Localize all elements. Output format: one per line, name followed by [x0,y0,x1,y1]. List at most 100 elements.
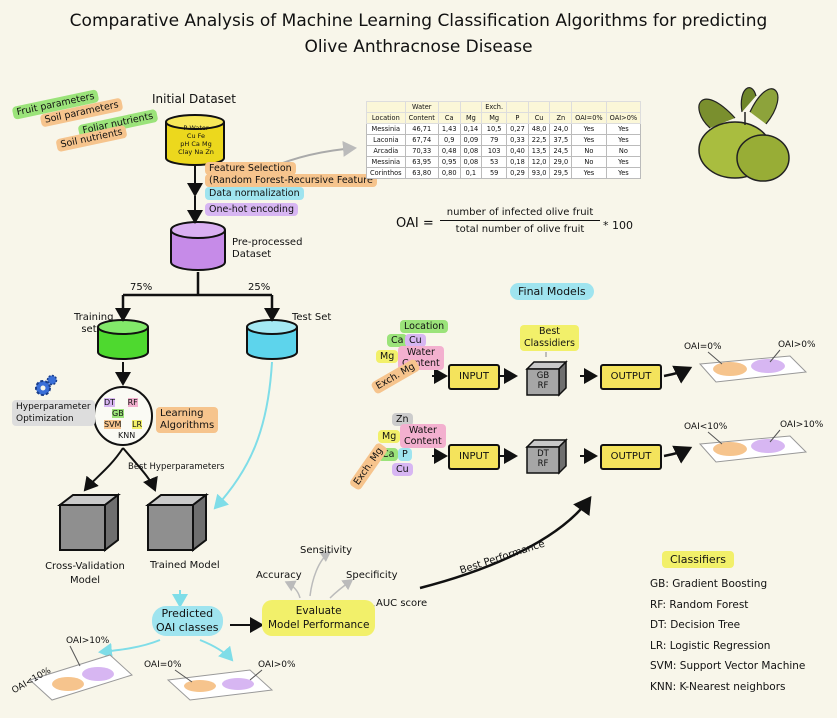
feature-water: Water [189,124,209,132]
oai-formula-numerator: number of infected olive fruit [440,207,600,221]
test-set-cylinder [246,319,298,360]
column-header: Ca [437,112,461,124]
table-cell: Corinthos [366,167,406,179]
table-cell: 37,5 [549,134,573,146]
hyperparameter-line1: Hyperparameter [16,402,91,412]
m2-feature-mg: Mg [378,430,401,443]
classifiers-legend: GB: Gradient Boosting RF: Random Forest … [650,574,805,697]
legend-item: KNN: K-Nearest neighbors [650,680,786,693]
arrow-to-left-classes [98,639,161,659]
best-classifiers-label: Best Classidiers [520,325,580,351]
table-cell: 0,48 [437,145,461,157]
feature-fe: Fe [197,132,206,140]
table-cell: 0,14 [459,123,483,135]
table-cell: 0,9 [437,134,461,146]
column-header: Cu [527,112,551,124]
metric-auc-score: AUC score [376,598,428,609]
oai-formula-denominator: total number of olive fruit [455,224,585,235]
training-set-line2: set [81,324,97,335]
bottom-class-plates [29,645,274,701]
training-set-line1: Training [74,312,114,323]
olive-illustration [698,87,790,182]
oai-formula-multiplier: * 100 [603,219,633,232]
preprocessed-label-line2: Dataset [232,249,272,260]
table-cell: 29,5 [549,167,573,179]
title-line-1: Comparative Analysis of Machine Learning… [69,11,768,31]
table-cell: 0,1 [459,167,483,179]
step-one-hot-encoding: One-hot encoding [205,203,298,216]
m2-feature-water-content: Water Content [400,424,446,448]
column-header: OAI=0% [571,112,607,124]
m1-class-b: OAI>0% [778,340,816,350]
table-cell: 24,0 [549,123,573,135]
table-cell: 1,43 [437,123,461,135]
table-cell: 24,5 [549,145,573,157]
training-set-label: Training set [74,312,113,336]
table-cell: 0,29 [506,167,529,179]
column-header: P [506,112,529,124]
trained-model-cube [145,492,209,553]
preprocessed-cylinder [170,221,226,271]
table-cell: No [605,145,642,157]
group-header-water: Water [404,101,439,113]
legend-item: LR: Logistic Regression [650,639,771,652]
table-cell: 79 [481,134,508,146]
table-cell: 70,33 [404,145,439,157]
table-cell: 48,0 [527,123,551,135]
arrow-to-trained [122,447,158,492]
table-cell: 0,09 [459,134,483,146]
legend-item: GB: Gradient Boosting [650,578,768,590]
cv-model-line1: Cross-Validation [45,561,125,572]
table-cell: Arcadia [366,145,406,157]
arrow-to-right-classes [199,639,234,662]
table-cell: 53 [481,156,508,168]
best-hyperparameters-label: Best Hyperparameters [128,462,225,472]
evaluate-performance: Evaluate Model Performance [262,600,376,636]
m2-class-b: OAI>10% [780,420,824,430]
table-cell: Yes [571,167,607,179]
table-cell: 63,80 [404,167,439,179]
table-cell: 59 [481,167,508,179]
table-cell: No [571,145,607,157]
feature-p: P [183,124,188,132]
predicted-line2: OAI classes [156,621,219,634]
hyperparameter-optimization: Hyperparameter Optimization [12,400,95,426]
m2-model-label: DT RF [527,449,559,469]
table-cell: 10,5 [481,123,508,135]
split-lines [121,272,274,318]
split-train-pct: 75% [130,282,153,293]
table-cell: 103 [481,145,508,157]
metric-accuracy: Accuracy [256,570,302,581]
step-data-normalization: Data normalization [205,187,304,200]
algo-svm: SVM [104,420,122,429]
m1-output-box: OUTPUT [600,364,662,390]
m1-input-box: INPUT [448,364,500,390]
table-cell: 12,0 [527,156,551,168]
final-model-1-graphics [432,349,808,397]
cv-model-line2: Model [69,575,101,586]
table-cell: Yes [571,134,607,146]
algorithm-abbrevs: DT RF GB SVM LR KNN [104,397,143,441]
legend-item: SVM: Support Vector Machine [650,660,806,672]
column-header: OAI>0% [605,112,642,124]
initial-dataset-label: Initial Dataset [152,92,237,106]
m1-feature-ca: Ca [387,334,408,347]
table-cell: Yes [605,134,642,146]
m1-model-line1: GB [536,371,550,381]
feature-clay: Clay [178,148,193,156]
m1-feature-location: Location [400,320,449,333]
gear-icon [35,374,58,396]
best-classifiers-line2: Classidiers [524,338,576,349]
table-cell: Yes [605,167,642,179]
m2-feature-zn: Zn [392,413,413,426]
table-header-row: Location Content Ca Mg Mg P Cu Zn OAI=0%… [366,112,642,124]
hyperparameter-line2: Optimization [16,414,74,424]
algo-knn: KNN [118,431,136,440]
m2-feature-cu: Cu [392,463,413,476]
legend-item: RF: Random Forest [650,598,749,611]
trained-model-label: Trained Model [150,560,220,571]
m1-model-line2: RF [537,381,549,391]
m2-feature-p: P [398,448,412,461]
